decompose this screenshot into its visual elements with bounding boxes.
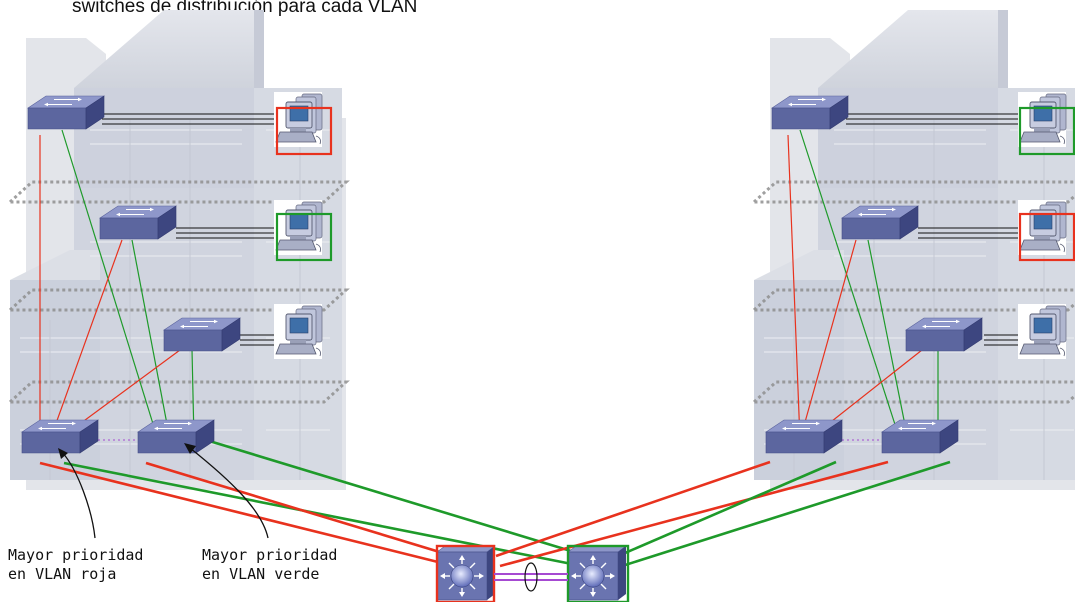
uplink-green	[617, 460, 837, 558]
callout-arrow-right	[184, 443, 269, 539]
right-distribution-switch-1	[765, 419, 843, 454]
right-pc-floor-1	[1017, 91, 1075, 156]
uplink-red	[39, 461, 463, 570]
core-switch-green	[566, 544, 630, 602]
uplink-red	[495, 460, 771, 558]
left-access-switch-1	[27, 95, 105, 130]
uplink-red	[145, 461, 467, 562]
link-green	[799, 129, 901, 441]
left-access-switch-3	[163, 317, 241, 352]
etherchannel-link	[494, 562, 568, 592]
uplink-green	[63, 461, 593, 570]
left-pc-floor-1	[273, 91, 333, 156]
link-green	[131, 239, 171, 441]
right-distribution-switch-2	[881, 419, 959, 454]
callout-vlan-green-line1: Mayor prioridad	[202, 546, 338, 564]
uplink-green	[205, 438, 595, 560]
left-pc-floor-3	[273, 303, 323, 360]
callout-vlan-green: Mayor prioridad en VLAN verde	[202, 546, 337, 584]
link-red	[49, 239, 123, 441]
link-green	[867, 239, 909, 441]
left-distribution-switch-red	[21, 419, 99, 454]
callout-vlan-red-line2: en VLAN roja	[8, 565, 117, 583]
right-access-switch-3	[905, 317, 983, 352]
left-access-switch-2	[99, 205, 177, 240]
right-pc-floor-2	[1017, 199, 1075, 262]
callout-vlan-red: Mayor prioridad en VLAN roja	[8, 546, 143, 584]
core-switch-red	[435, 544, 496, 602]
callout-vlan-red-line1: Mayor prioridad	[8, 546, 144, 564]
link-red	[799, 239, 857, 441]
right-access-switch-2	[841, 205, 919, 240]
left-distribution-switch-green	[137, 419, 215, 454]
uplink-red	[499, 460, 889, 568]
etherchannel-bundle-ellipse	[524, 562, 538, 592]
callout-arrow-left	[58, 448, 96, 539]
link-red	[787, 134, 801, 441]
left-pc-floor-2	[273, 199, 333, 262]
right-pc-floor-3	[1017, 303, 1067, 360]
uplink-green	[621, 460, 951, 568]
link-green	[61, 129, 159, 441]
diagram-title: switches de distribución para cada VLAN	[72, 0, 418, 17]
right-access-switch-1	[771, 95, 849, 130]
callout-vlan-green-line2: en VLAN verde	[202, 565, 320, 583]
